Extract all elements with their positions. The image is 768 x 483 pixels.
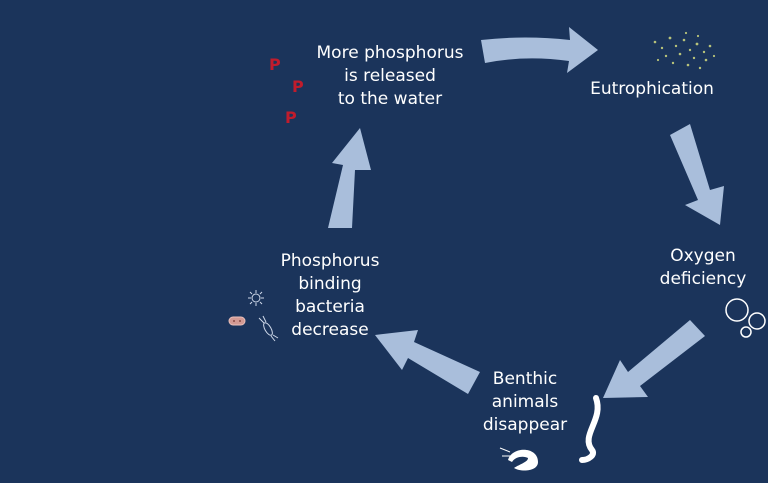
algae-dots-icon	[653, 31, 716, 70]
bacterium-icon	[228, 316, 246, 326]
node-benthic-animals: Benthic animals disappear	[482, 369, 568, 435]
phosphorus-symbol: P	[292, 77, 304, 96]
node-phosphorus-release: More phosphorus is released to the water	[316, 43, 464, 109]
virus-icon	[248, 290, 264, 306]
arrow-eutrophication-to-oxygen	[670, 124, 724, 225]
node-oxygen-deficiency: Oxygen deficiency	[659, 246, 747, 289]
node-eutrophication: Eutrophication	[590, 79, 714, 99]
arrow-benthic-to-bacteria	[375, 330, 480, 394]
node-bacteria-decrease: Phosphorus binding bacteria decrease	[280, 251, 380, 340]
arrow-release-to-eutrophication	[481, 27, 598, 73]
shrimp-icon	[499, 447, 538, 471]
worm-icon	[579, 395, 601, 463]
bubbles-icon	[725, 298, 766, 338]
arrow-oxygen-to-benthic	[603, 320, 705, 398]
phosphorus-symbol: P	[285, 108, 297, 127]
phosphorus-symbol: P	[269, 55, 281, 74]
arrow-bacteria-to-release	[328, 128, 371, 228]
flagellate-icon	[258, 315, 279, 342]
